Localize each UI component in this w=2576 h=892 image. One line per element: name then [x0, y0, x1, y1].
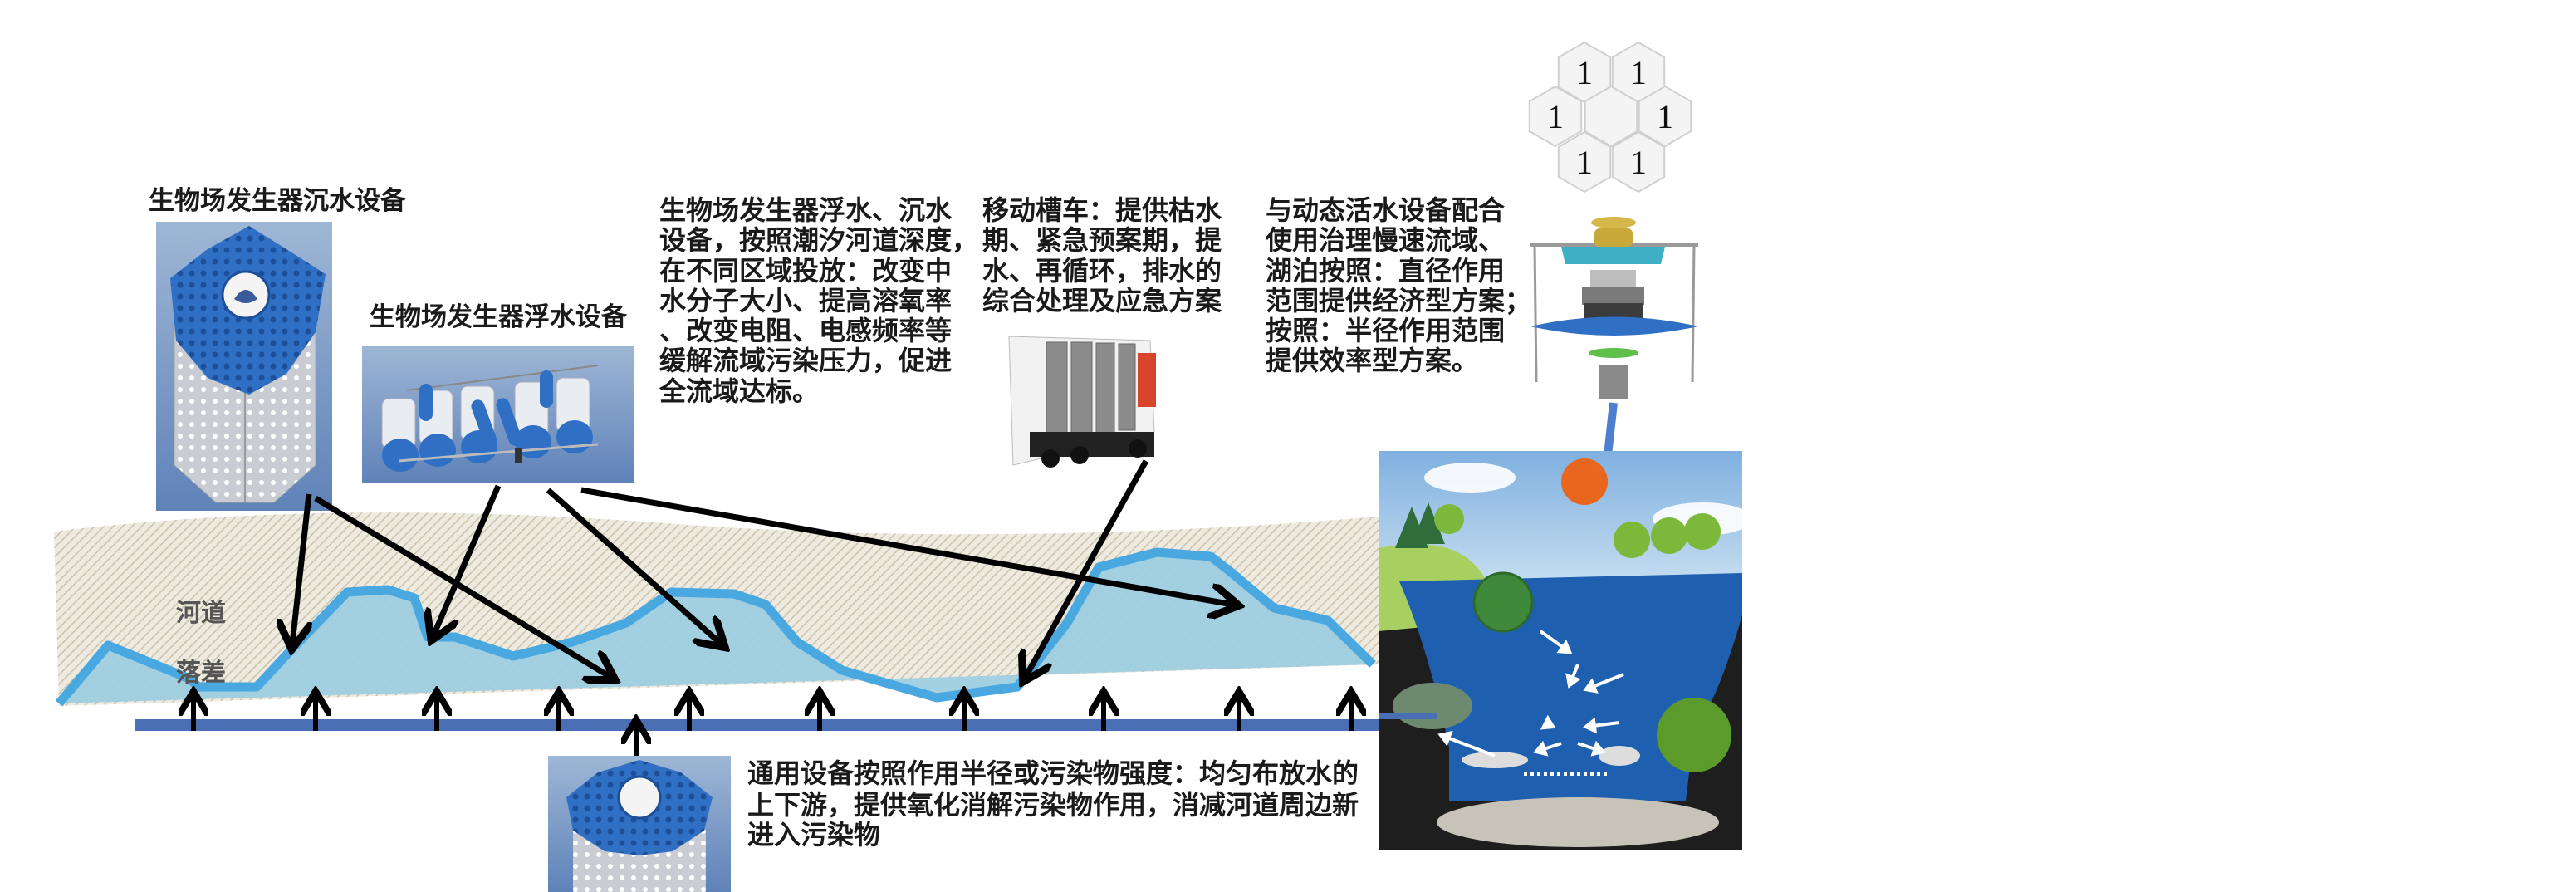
hex-cell — [1611, 130, 1666, 194]
drop-label: 落差 — [176, 659, 226, 688]
logo-icon — [617, 775, 662, 820]
baseline-bar — [135, 719, 1381, 731]
truck-description: 移动槽车：提供枯水 期、紧急预案期，提 水、再循环，排水的 综合处理及应急方案 — [982, 194, 1222, 316]
truck-line: 移动槽车：提供枯水 — [982, 194, 1222, 226]
hex-label: 1 — [1630, 144, 1647, 181]
truck-line: 期、紧急预案期，提 — [982, 224, 1222, 256]
deployment-line: 全流域达标。 — [659, 375, 819, 407]
river-label: 河道 — [176, 599, 226, 628]
pointer-arrow — [546, 488, 721, 644]
hex-cell — [1584, 85, 1638, 148]
deployment-description: 生物场发生器浮水、沉水 设备，按照潮汐河道深度， 在不同区域投放：改变中 水分子… — [659, 194, 978, 407]
tanker-truck-image — [1008, 336, 1156, 468]
deployment-line: 水分子大小、提高溶氧率 — [659, 285, 952, 316]
general-line: 进入污染物 — [747, 819, 880, 850]
dynamic-line: 范围提供经济型方案； — [1266, 285, 1531, 316]
dynamic-line: 与动态活水设备配合 — [1266, 194, 1505, 226]
river-outline — [55, 547, 1376, 707]
pointer-arrow — [580, 487, 1233, 605]
dynamic-line: 按照：半径作用范围 — [1266, 315, 1505, 346]
pointer-arrows — [292, 459, 1233, 677]
hex-label: 1 — [1576, 144, 1593, 181]
pointer-arrow — [292, 493, 309, 644]
general-device-image — [548, 756, 731, 892]
dynamic-water-device-image — [1530, 217, 1698, 399]
deployment-line: 生物场发生器浮水、沉水 — [659, 194, 953, 226]
deployment-line: 、改变电阻、电感频率等 — [659, 315, 952, 346]
float-device-title: 生物场发生器浮水设备 — [370, 302, 628, 332]
deployment-line: 在不同区域投放：改变中 — [659, 255, 952, 287]
general-device-description: 通用设备按照作用半径或污染物强度：均匀布放水的 上下游，提供氧化消解污染物作用，… — [747, 757, 1359, 850]
lake-ecosystem-image — [1379, 451, 1752, 850]
truck-line: 综合处理及应急方案 — [982, 285, 1222, 316]
deployment-line: 缓解流域污染压力，促进 — [659, 345, 952, 376]
hex-cell — [1528, 85, 1583, 148]
hex-label: 1 — [1547, 98, 1564, 135]
hex-label: 1 — [1576, 54, 1593, 91]
hex-label: 1 — [1630, 54, 1647, 91]
deployment-line: 设备，按照潮汐河道深度， — [659, 224, 978, 256]
hex-cell — [1638, 85, 1692, 148]
dynamic-line: 使用治理慢速流域、 — [1265, 224, 1505, 256]
sink-device-image — [156, 222, 332, 511]
hex-label: 1 — [1657, 98, 1673, 135]
river-profile: 河道 落差 — [54, 512, 1381, 756]
pointer-arrow — [433, 484, 502, 635]
dynamic-line: 提供效率型方案。 — [1266, 345, 1478, 376]
general-line: 通用设备按照作用半径或污染物强度：均匀布放水的 — [747, 757, 1359, 789]
hex-cell — [1557, 130, 1612, 194]
sun-icon — [1561, 458, 1608, 505]
dynamic-line: 湖泊按照：直径作用 — [1266, 255, 1505, 287]
float-device-image — [362, 346, 634, 483]
pointer-arrow — [314, 496, 610, 677]
truck-line: 水、再循环，排水的 — [982, 255, 1222, 287]
general-line: 上下游，提供氧化消解污染物作用，消减河道周边新 — [747, 789, 1359, 821]
pointer-arrow — [1026, 459, 1149, 677]
sediment — [1437, 797, 1719, 847]
sink-device-title: 生物场发生器沉水设备 — [149, 186, 407, 216]
dynamic-device-description: 与动态活水设备配合 使用治理慢速流域、 湖泊按照：直径作用 范围提供经济型方案；… — [1265, 194, 1531, 376]
